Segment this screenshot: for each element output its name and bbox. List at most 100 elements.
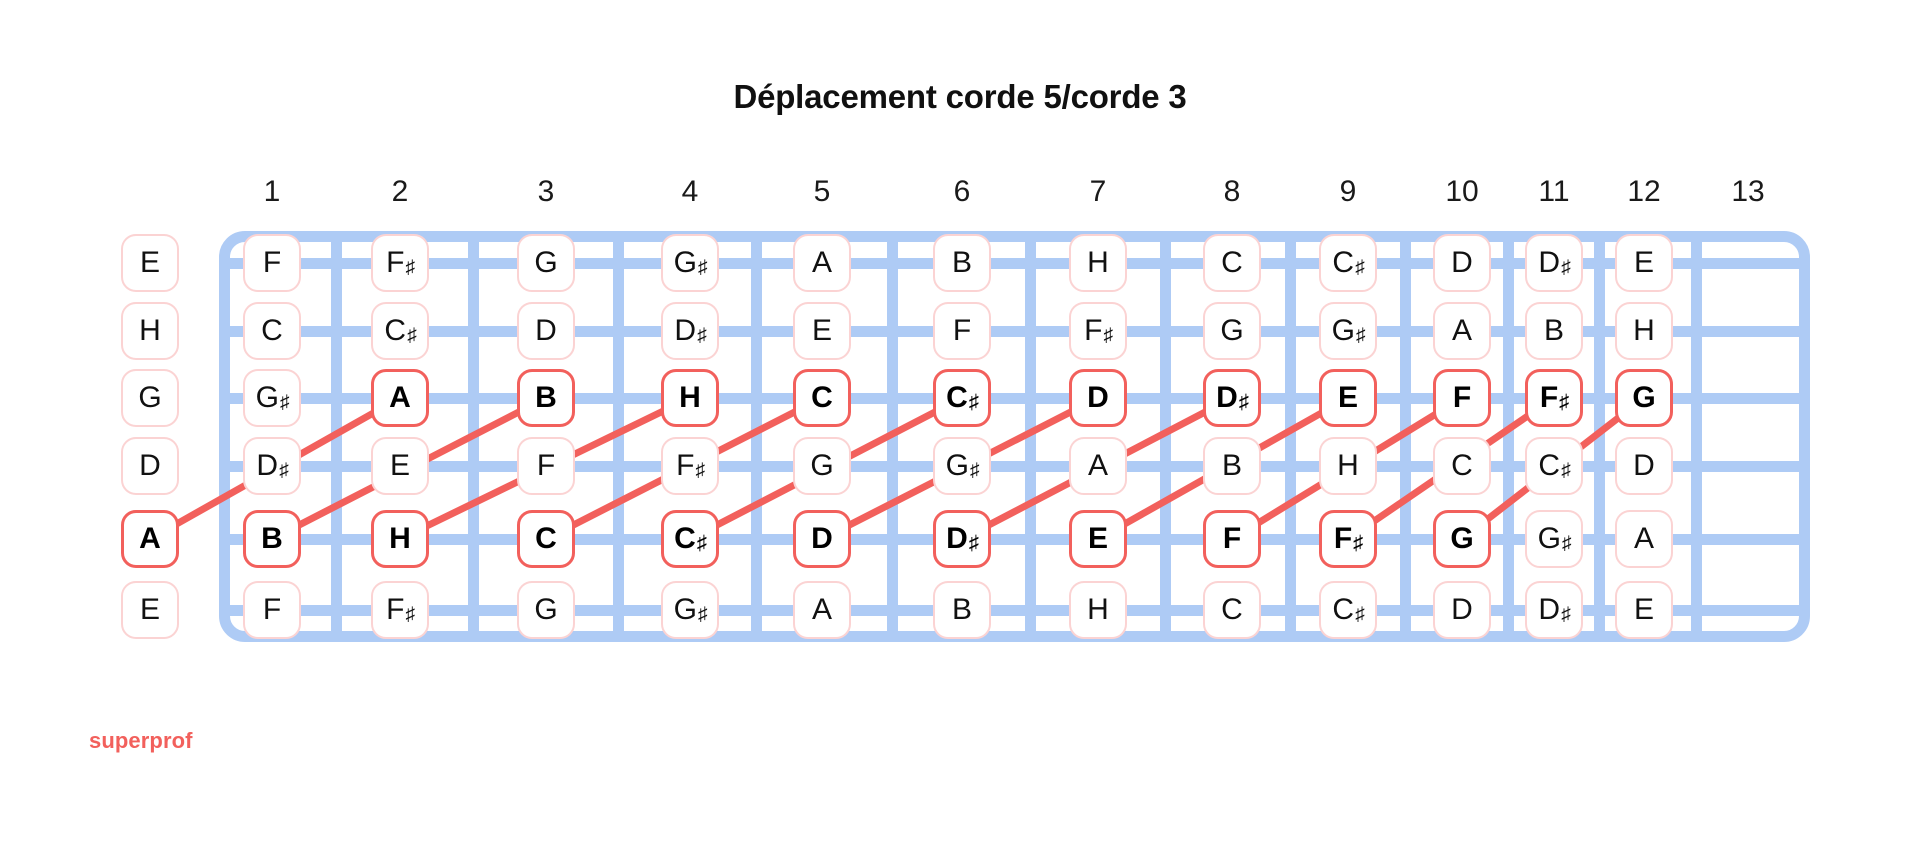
note-label: E <box>811 314 832 347</box>
note-cell[interactable]: G <box>1203 302 1261 360</box>
note-cell[interactable]: A <box>793 234 851 292</box>
sharp-icon: ♯ <box>1238 391 1249 413</box>
note-cell[interactable]: B <box>1525 302 1583 360</box>
note-cell[interactable]: H <box>661 369 719 427</box>
note-cell[interactable]: H <box>1319 437 1377 495</box>
note-cell[interactable]: E <box>1069 510 1127 568</box>
note-cell[interactable]: C♯ <box>1319 234 1377 292</box>
note-cell[interactable]: D♯ <box>661 302 719 360</box>
note-cell[interactable]: H <box>1069 234 1127 292</box>
note-cell[interactable]: D♯ <box>1203 369 1261 427</box>
sharp-icon: ♯ <box>1355 324 1366 346</box>
note-cell[interactable]: E <box>121 581 179 639</box>
note-cell[interactable]: G♯ <box>933 437 991 495</box>
note-label: D <box>1633 449 1655 482</box>
note-cell[interactable]: B <box>933 581 991 639</box>
note-cell[interactable]: C♯ <box>1525 437 1583 495</box>
note-cell[interactable]: D <box>1069 369 1127 427</box>
note-cell[interactable]: A <box>121 510 179 568</box>
note-cell[interactable]: D♯ <box>933 510 991 568</box>
note-cell[interactable]: F♯ <box>1525 369 1583 427</box>
note-cell[interactable]: G <box>517 581 575 639</box>
note-cell[interactable]: D <box>517 302 575 360</box>
note-cell[interactable]: C♯ <box>1319 581 1377 639</box>
note-label: G <box>673 246 697 279</box>
note-cell[interactable]: C <box>517 510 575 568</box>
note-cell[interactable]: F <box>1203 510 1261 568</box>
note-cell[interactable]: B <box>243 510 301 568</box>
note-cell[interactable]: D♯ <box>1525 581 1583 639</box>
note-cell[interactable]: C♯ <box>933 369 991 427</box>
note-cell[interactable]: C <box>1203 581 1261 639</box>
note-label: G <box>1331 314 1355 347</box>
note-cell[interactable]: C <box>243 302 301 360</box>
note-cell[interactable]: D <box>121 437 179 495</box>
note-cell[interactable]: B <box>933 234 991 292</box>
note-cell[interactable]: F♯ <box>661 437 719 495</box>
note-cell[interactable]: G♯ <box>1525 510 1583 568</box>
note-cell[interactable]: E <box>1615 234 1673 292</box>
note-cell[interactable]: F♯ <box>371 234 429 292</box>
note-cell[interactable]: E <box>1319 369 1377 427</box>
note-cell[interactable]: C <box>793 369 851 427</box>
note-cell[interactable]: A <box>1615 510 1673 568</box>
note-cell[interactable]: F♯ <box>1069 302 1127 360</box>
note-cell[interactable]: A <box>1069 437 1127 495</box>
sharp-icon: ♯ <box>1561 256 1571 278</box>
note-cell[interactable]: F <box>243 234 301 292</box>
note-cell[interactable]: G <box>1433 510 1491 568</box>
note-label: G <box>945 449 969 482</box>
note-cell[interactable]: F <box>1433 369 1491 427</box>
note-cell[interactable]: H <box>121 302 179 360</box>
note-cell[interactable]: E <box>1615 581 1673 639</box>
note-cell[interactable]: G <box>1615 369 1673 427</box>
note-cell[interactable]: H <box>1615 302 1673 360</box>
note-label: E <box>1633 246 1654 279</box>
note-cell[interactable]: C♯ <box>661 510 719 568</box>
sharp-icon: ♯ <box>697 324 707 346</box>
note-cell[interactable]: D <box>1433 234 1491 292</box>
note-cell[interactable]: G <box>517 234 575 292</box>
note-cell[interactable]: C <box>1203 234 1261 292</box>
sharp-icon: ♯ <box>696 532 707 554</box>
note-cell[interactable]: G <box>121 369 179 427</box>
note-label: F <box>952 314 972 347</box>
note-label: A <box>811 246 832 279</box>
note-label: E <box>1633 593 1654 626</box>
note-cell[interactable]: C♯ <box>371 302 429 360</box>
note-cell[interactable]: F <box>517 437 575 495</box>
note-cell[interactable]: E <box>121 234 179 292</box>
note-label: F <box>536 449 556 482</box>
note-cell[interactable]: B <box>1203 437 1261 495</box>
note-cell[interactable]: C <box>1433 437 1491 495</box>
note-cell[interactable]: D <box>793 510 851 568</box>
note-cell[interactable]: D <box>1615 437 1673 495</box>
note-label: G <box>1220 314 1244 347</box>
sharp-icon: ♯ <box>697 603 708 625</box>
note-cell[interactable]: H <box>1069 581 1127 639</box>
note-cell[interactable]: A <box>793 581 851 639</box>
note-cell[interactable]: G♯ <box>243 369 301 427</box>
note-cell[interactable]: E <box>793 302 851 360</box>
note-label: H <box>1337 449 1359 482</box>
note-cell[interactable]: E <box>371 437 429 495</box>
note-cell[interactable]: A <box>371 369 429 427</box>
note-cell[interactable]: D♯ <box>243 437 301 495</box>
note-cell[interactable]: G♯ <box>661 234 719 292</box>
note-cell[interactable]: A <box>1433 302 1491 360</box>
note-cell[interactable]: F <box>243 581 301 639</box>
note-cell[interactable]: D♯ <box>1525 234 1583 292</box>
note-cell[interactable]: H <box>371 510 429 568</box>
sharp-icon: ♯ <box>969 459 980 481</box>
note-label: H <box>139 314 161 347</box>
note-label: F <box>262 246 282 279</box>
note-cell[interactable]: G♯ <box>661 581 719 639</box>
note-cell[interactable]: F♯ <box>371 581 429 639</box>
note-cell[interactable]: G♯ <box>1319 302 1377 360</box>
note-cell[interactable]: G <box>793 437 851 495</box>
note-cell[interactable]: F♯ <box>1319 510 1377 568</box>
note-cell[interactable]: D <box>1433 581 1491 639</box>
note-label: E <box>139 246 160 279</box>
note-cell[interactable]: F <box>933 302 991 360</box>
note-cell[interactable]: B <box>517 369 575 427</box>
